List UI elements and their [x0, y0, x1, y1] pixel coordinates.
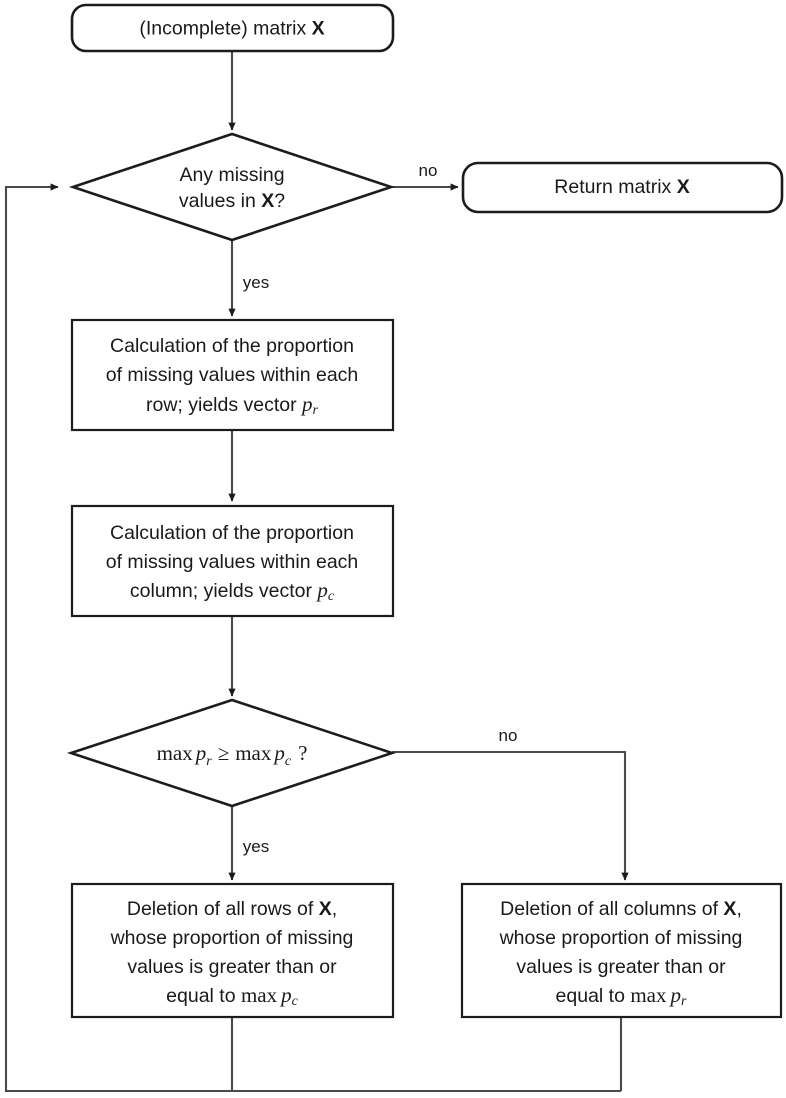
- node-calc-cols-line2: of missing values within each: [106, 551, 359, 573]
- node-delete-cols-line3: values is greater than or: [516, 956, 726, 978]
- node-return-matrix-label: Return matrix X: [554, 176, 689, 198]
- node-calc-cols-shape: [70, 504, 395, 618]
- node-decision-any-missing[interactable]: Any missing values in X?: [68, 132, 396, 242]
- edge-loop-back-to-decision-missing: [4, 183, 621, 1093]
- node-calc-cols[interactable]: Calculation of the proportion of missing…: [70, 504, 395, 618]
- edge-label-missing-yes: yes: [243, 273, 269, 292]
- node-delete-cols-shape: [460, 882, 783, 1019]
- node-decision-any-missing-line1: Any missing: [179, 164, 284, 186]
- node-decision-any-missing-shape: [68, 132, 396, 242]
- node-start-shape: [70, 3, 395, 53]
- node-calc-cols-line3: column; yields vector pc: [130, 578, 335, 604]
- node-decision-any-missing-line2: values in X?: [179, 190, 285, 212]
- node-return-matrix-shape: [461, 161, 784, 214]
- connectors-layer: [4, 50, 629, 1093]
- edge-label-compare-no: no: [499, 726, 518, 745]
- node-start[interactable]: (Incomplete) matrix X: [70, 3, 395, 53]
- edge-label-compare-yes: yes: [243, 837, 269, 856]
- node-calc-rows-line3: row; yields vector pr: [146, 392, 319, 418]
- node-delete-rows[interactable]: Deletion of all rows of X, whose proport…: [70, 882, 395, 1019]
- node-delete-cols-line1: Deletion of all columns of X,: [500, 898, 742, 920]
- node-delete-rows-line1: Deletion of all rows of X,: [127, 898, 337, 920]
- node-delete-cols[interactable]: Deletion of all columns of X, whose prop…: [460, 882, 783, 1019]
- node-calc-rows-line2: of missing values within each: [106, 364, 359, 386]
- node-return-matrix[interactable]: Return matrix X: [461, 161, 784, 214]
- node-delete-cols-line2: whose proportion of missing: [499, 927, 743, 949]
- node-calc-rows-shape: [70, 318, 395, 432]
- node-start-label: (Incomplete) matrix X: [139, 18, 324, 40]
- node-calc-cols-line1: Calculation of the proportion: [110, 522, 354, 544]
- node-delete-rows-line3: values is greater than or: [127, 956, 337, 978]
- edge-decision-compare-no: [392, 750, 629, 881]
- node-delete-rows-line2: whose proportion of missing: [110, 927, 354, 949]
- node-delete-rows-shape: [70, 882, 395, 1019]
- node-decision-compare-shape: [66, 698, 397, 808]
- node-calc-rows-line1: Calculation of the proportion: [110, 335, 354, 357]
- edge-label-missing-no: no: [419, 161, 438, 180]
- node-calc-rows[interactable]: Calculation of the proportion of missing…: [70, 318, 395, 432]
